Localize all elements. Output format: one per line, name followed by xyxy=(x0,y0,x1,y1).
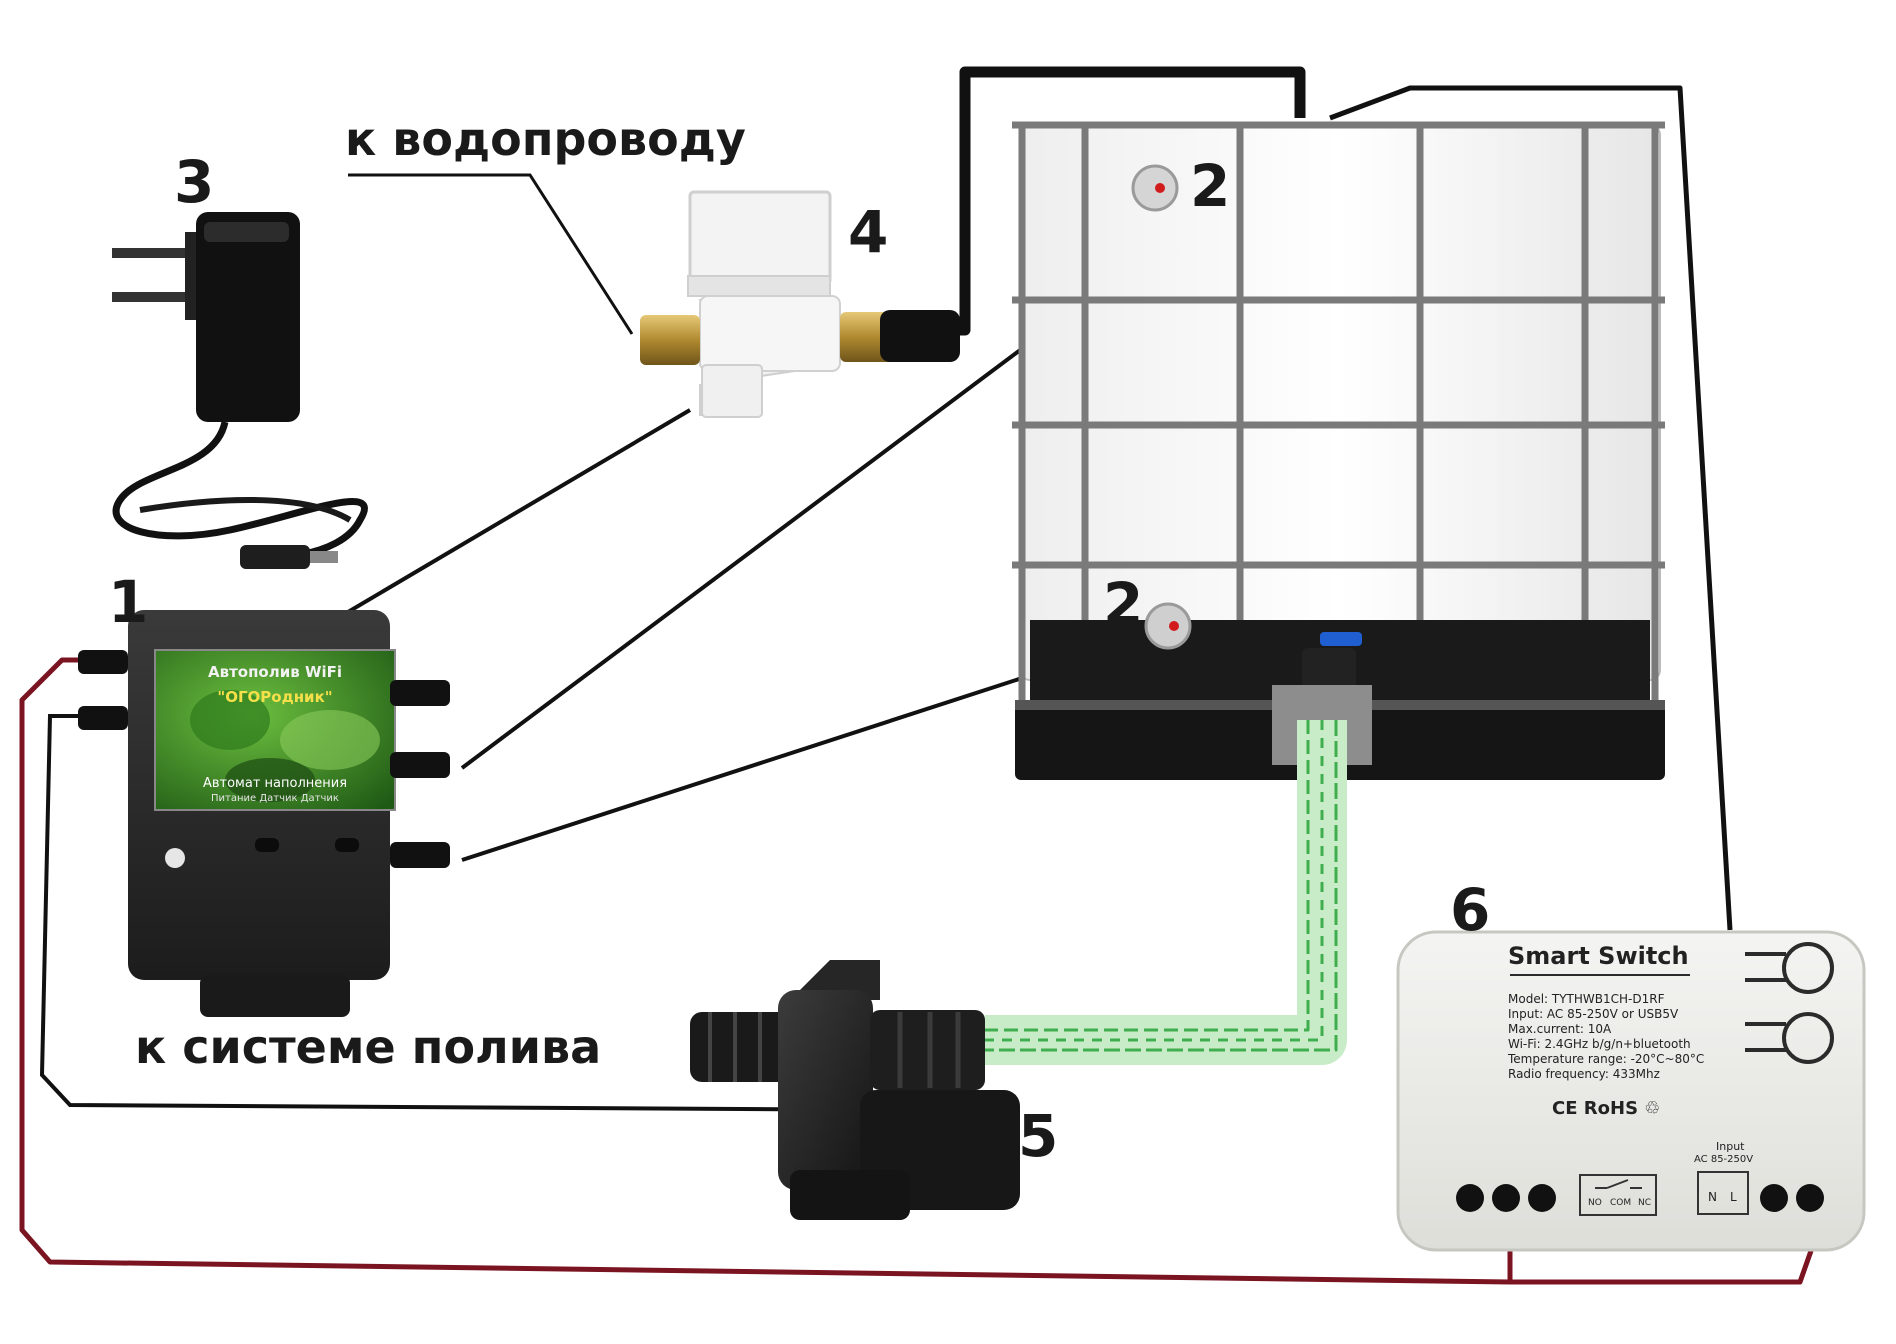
label-switch-number: 6 xyxy=(1450,876,1491,944)
controller-unit xyxy=(78,610,450,1017)
label-controller-number: 1 xyxy=(108,568,149,636)
wire-controller-to-valve xyxy=(346,408,692,614)
label-water-supply: к водопроводу xyxy=(345,112,746,166)
spec-model: Model: TYTHWB1CH-D1RF xyxy=(1508,992,1665,1006)
relay-label-nc: NC xyxy=(1638,1198,1652,1208)
spec-wifi: Wi-Fi: 2.4GHz b/g/n+bluetooth xyxy=(1508,1037,1691,1051)
wire-controller-to-switch xyxy=(19,657,1815,1285)
input-terminal-box xyxy=(1697,1171,1749,1215)
upper-level-sensor xyxy=(1131,164,1179,212)
switch-input-voltage: AC 85-250V xyxy=(1694,1154,1754,1165)
switch-input-title: Input xyxy=(1716,1140,1745,1153)
switch-certifications: CE RoHS ♲ xyxy=(1552,1098,1661,1119)
terminal-screws-left xyxy=(1456,1184,1556,1212)
spec-temperature: Temperature range: -20°C~80°C xyxy=(1508,1052,1705,1066)
relay-label-no: NO xyxy=(1588,1198,1602,1208)
wire-switch-to-tank xyxy=(1329,85,1733,931)
terminal-label-l: L xyxy=(1730,1190,1737,1204)
tank-cage xyxy=(1012,121,1665,700)
power-adapter xyxy=(112,212,368,569)
label-irrigation-system: к системе полива xyxy=(135,1020,602,1074)
label-lower-sensor-number: 2 xyxy=(1103,570,1144,638)
relay-label-com: COM xyxy=(1610,1198,1632,1208)
hose-tank-to-pump xyxy=(985,720,1347,1065)
label-pump-number: 5 xyxy=(1018,1102,1059,1170)
water-pump xyxy=(690,960,1020,1220)
spec-radio: Radio frequency: 433Mhz xyxy=(1508,1067,1660,1081)
switch-title: Smart Switch xyxy=(1508,942,1689,970)
water-tank xyxy=(1012,121,1665,780)
controller-title: Автополив WiFi xyxy=(207,663,343,681)
relay-symbol-box xyxy=(1579,1174,1657,1216)
wire-controller-to-pump xyxy=(39,714,901,1112)
switch-specs: Model: TYTHWB1CH-D1RF Input: AC 85-250V … xyxy=(1508,992,1704,1082)
label-leader-water-supply xyxy=(348,173,634,335)
controller-brand: "ОГОРодник" xyxy=(217,688,333,706)
label-upper-sensor-number: 2 xyxy=(1190,152,1231,220)
spec-current: Max.current: 10A xyxy=(1508,1022,1612,1036)
label-valve-number: 4 xyxy=(848,198,889,266)
terminal-screws-right xyxy=(1760,1184,1824,1212)
controller-subtitle: Автомат наполнения xyxy=(202,776,348,791)
smart-switch xyxy=(1396,930,1866,1252)
solenoid-valve xyxy=(640,190,960,418)
spec-input: Input: AC 85-250V or USB5V xyxy=(1508,1007,1679,1021)
controller-bottom-labels: Питание Датчик Датчик xyxy=(211,793,339,804)
lower-level-sensor xyxy=(1144,602,1192,650)
label-adapter-number: 3 xyxy=(174,148,215,216)
terminal-label-n: N xyxy=(1708,1190,1717,1204)
antenna-symbol xyxy=(1745,942,1834,1064)
